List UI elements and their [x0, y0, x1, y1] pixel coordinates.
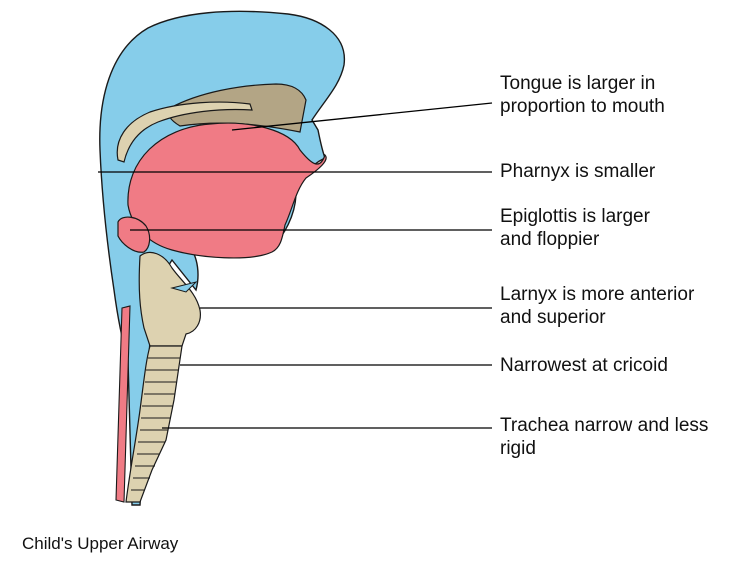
label-trachea: Trachea narrow and less rigid [500, 414, 708, 460]
label-larynx: Larnyx is more anterior and superior [500, 283, 694, 329]
label-larynx-line-2: and superior [500, 306, 694, 329]
label-tongue-line-2: proportion to mouth [500, 95, 665, 118]
label-epiglottis: Epiglottis is larger and floppier [500, 205, 650, 251]
label-trachea-line-1: Trachea narrow and less [500, 414, 708, 437]
label-pharynx-line-1: Pharnyx is smaller [500, 160, 655, 183]
label-tongue: Tongue is larger in proportion to mouth [500, 72, 665, 118]
label-tongue-line-1: Tongue is larger in [500, 72, 665, 95]
label-cricoid-line-1: Narrowest at cricoid [500, 354, 668, 377]
figure-caption: Child's Upper Airway [22, 534, 178, 554]
label-pharynx: Pharnyx is smaller [500, 160, 655, 183]
label-epiglottis-line-1: Epiglottis is larger [500, 205, 650, 228]
label-trachea-line-2: rigid [500, 437, 708, 460]
label-cricoid: Narrowest at cricoid [500, 354, 668, 377]
label-epiglottis-line-2: and floppier [500, 228, 650, 251]
esophagus-shape [116, 306, 130, 502]
label-larynx-line-1: Larnyx is more anterior [500, 283, 694, 306]
